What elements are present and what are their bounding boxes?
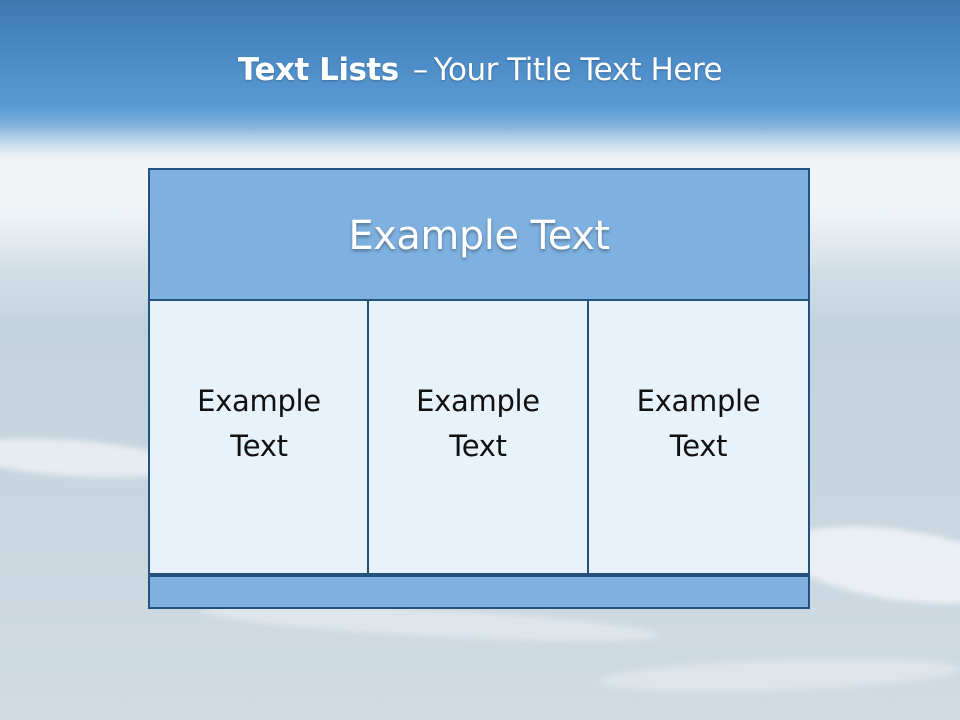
- diagram-column-1: Example Text: [148, 299, 370, 575]
- title-separator: –: [412, 52, 429, 88]
- diagram-column-2: Example Text: [367, 299, 589, 575]
- title-rest: Your Title Text Here: [433, 52, 723, 88]
- diagram-column-3: Example Text: [587, 299, 810, 575]
- surf-foam: [599, 653, 960, 697]
- title-bold: Text Lists: [237, 52, 399, 88]
- diagram-header-box: Example Text: [148, 168, 810, 303]
- column-text: Example Text: [636, 384, 761, 463]
- diagram-footer-bar: [148, 575, 810, 609]
- text-list-diagram: Example Text Example Text Example Text E…: [148, 168, 810, 609]
- diagram-header-text: Example Text: [348, 212, 610, 259]
- column-text: Example Text: [197, 384, 321, 463]
- column-text: Example Text: [416, 384, 540, 463]
- slide-title: Text Lists–Your Title Text Here: [0, 52, 960, 88]
